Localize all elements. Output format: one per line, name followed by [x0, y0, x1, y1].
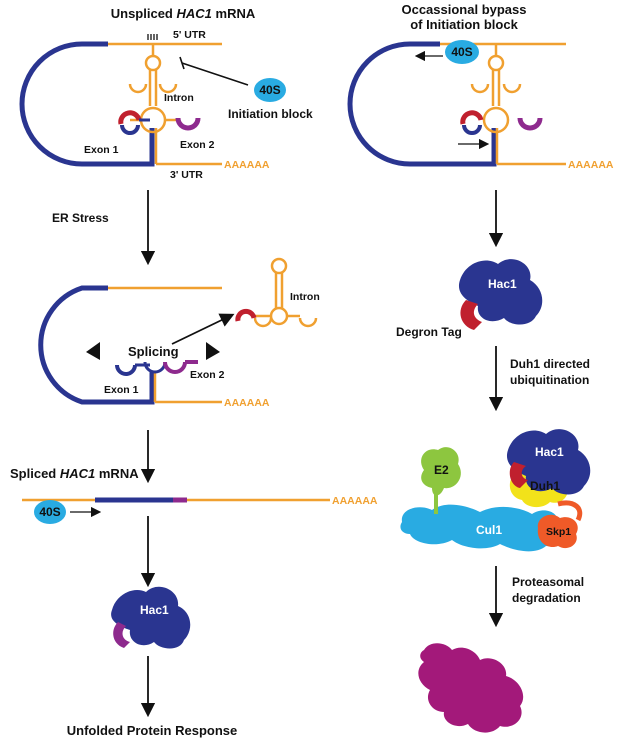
polya-label-right: AAAAAA — [568, 159, 614, 171]
utr5-label: 5' UTR — [173, 29, 206, 41]
hac1-label: Hac1 — [140, 603, 169, 617]
cul1-shape — [400, 504, 563, 552]
hac1-degron-protein — [458, 259, 543, 330]
exon1-strand — [19, 41, 155, 167]
hac1-protein-active — [111, 586, 191, 649]
skp1-label: Skp1 — [546, 526, 571, 538]
exon1-loop — [120, 124, 140, 135]
initiation-block-label: Initiation block — [228, 107, 313, 121]
exon1-label: Exon 1 — [84, 144, 119, 156]
duh1-directed-line1: Duh1 directed — [510, 357, 590, 371]
duh1-directed-line2: ubiquitination — [510, 373, 589, 387]
polya-label-b: AAAAAA — [224, 397, 270, 409]
exon2-loop — [175, 117, 201, 131]
splicing-mrna — [38, 285, 222, 405]
duh1-label: Duh1 — [530, 479, 560, 493]
ribosome-40s — [254, 78, 286, 102]
bypass-title-line2: of Initiation block — [410, 17, 518, 32]
unspliced-mrna — [19, 34, 222, 167]
released-intron — [235, 257, 318, 328]
e2-shape — [421, 447, 461, 496]
spliced-title: Spliced HAC1 mRNA — [10, 466, 139, 481]
utr3-label: 3' UTR — [170, 169, 203, 181]
bypass-mrna — [347, 41, 566, 167]
er-stress-label: ER Stress — [52, 211, 109, 225]
degron-loop — [118, 110, 142, 125]
scf-complex — [400, 429, 591, 552]
ribosome-40s-c — [445, 40, 479, 64]
unspliced-title: Unspliced HAC1 mRNA — [111, 6, 256, 21]
scissor-left-icon — [86, 342, 100, 360]
proteasomal-line1: Proteasomal — [512, 575, 584, 589]
ribosome-label: 40S — [259, 83, 280, 97]
released-intron-label: Intron — [290, 291, 320, 303]
proteasomal-line2: degradation — [512, 591, 581, 605]
e2-label: E2 — [434, 463, 449, 477]
ribosome-label-c: 40S — [451, 45, 472, 59]
polya-label-c: AAAAAA — [332, 495, 378, 507]
scissor-right-icon — [206, 342, 220, 360]
ribosome-40s-b — [34, 500, 66, 524]
proteasome-degradation-blob — [418, 643, 524, 733]
skp1-shape — [537, 514, 578, 549]
exon2-label-b: Exon 2 — [190, 369, 225, 381]
ribosome-label-b: 40S — [39, 505, 60, 519]
upr-label: Unfolded Protein Response — [67, 723, 237, 738]
hac1-label-complex: Hac1 — [535, 445, 564, 459]
hac1-label-right: Hac1 — [488, 277, 517, 291]
exon2-label: Exon 2 — [180, 139, 215, 151]
exon1-label-b: Exon 1 — [104, 384, 139, 396]
cul1-label: Cul1 — [476, 523, 502, 537]
degron-tag-label: Degron Tag — [396, 325, 462, 339]
inhibition-line — [181, 62, 249, 86]
splicing-label: Splicing — [128, 344, 179, 359]
polya-label: AAAAAA — [224, 159, 270, 171]
bypass-title-line1: Occassional bypass — [401, 2, 526, 17]
intron-label: Intron — [164, 92, 194, 104]
